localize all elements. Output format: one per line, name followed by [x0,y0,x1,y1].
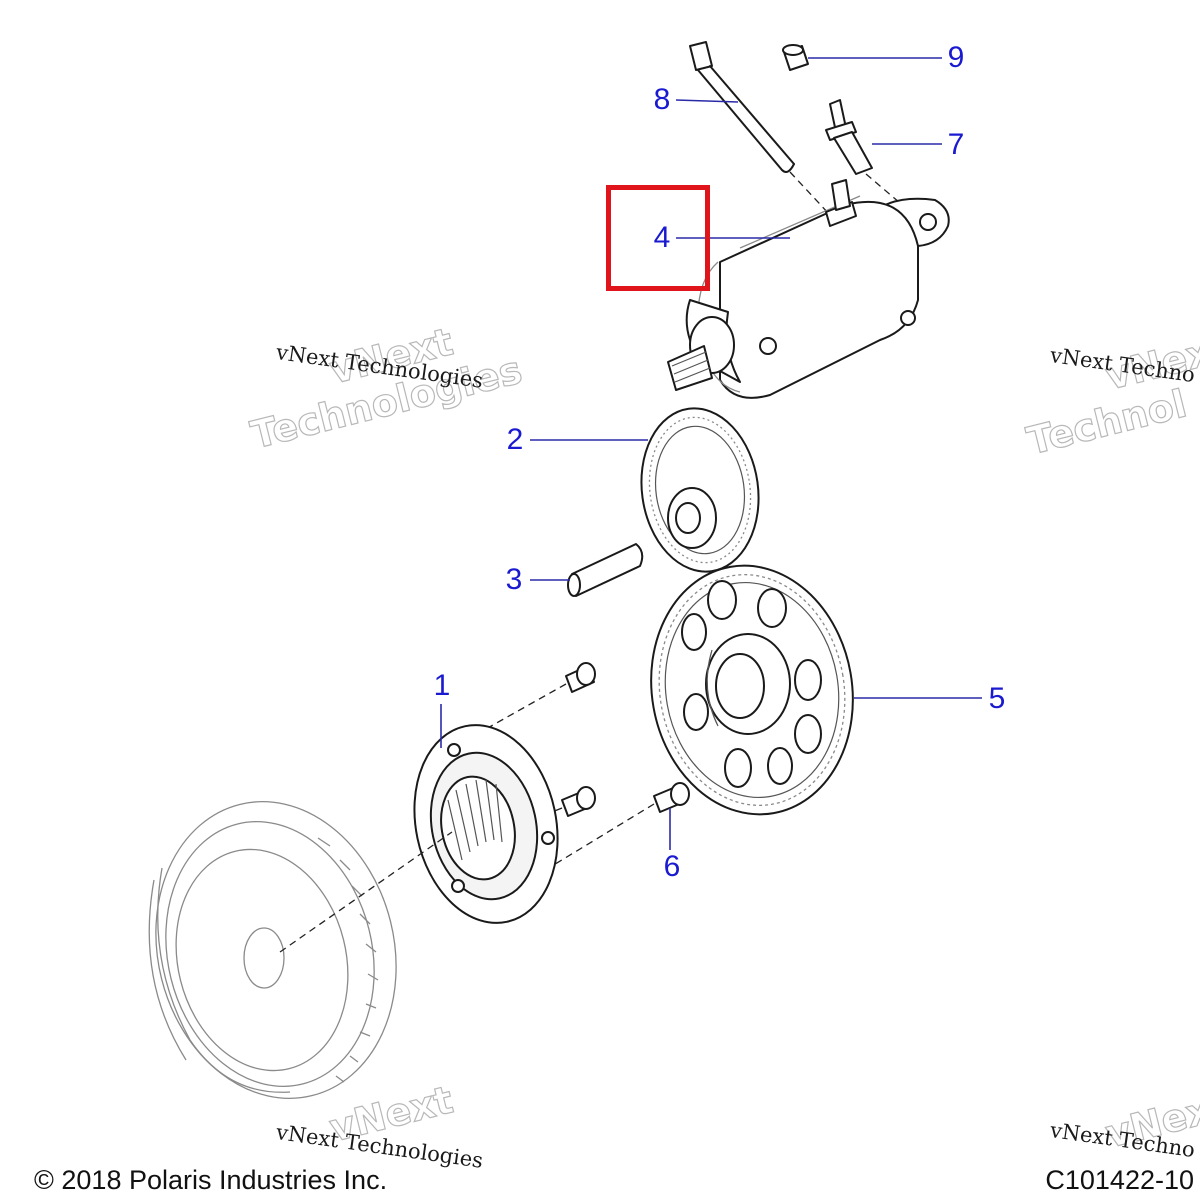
callout-9[interactable]: 9 [947,41,965,74]
flywheel-reference [148,801,453,1099]
callout-3[interactable]: 3 [505,563,523,596]
callout-5[interactable]: 5 [988,682,1006,715]
highlight-box-callout-4 [606,185,710,291]
callout-7[interactable]: 7 [947,128,965,161]
part-3-pin [567,543,644,597]
callout-8[interactable]: 8 [653,83,671,116]
callout-2[interactable]: 2 [506,423,524,456]
part-5-large-gear [650,564,854,816]
copyright-text: © 2018 Polaris Industries Inc. [34,1165,388,1195]
callout-6[interactable]: 6 [663,850,681,883]
part-7-stud [825,99,921,221]
part-9-nut [782,44,809,71]
part-2-small-gear [640,407,760,573]
drawing-number: C101422-10 [1045,1165,1194,1195]
part-4-starter-motor [667,179,950,399]
leader-8 [675,99,739,103]
part-6-bolts [451,662,690,867]
part-8-bolt [689,41,831,216]
callout-4[interactable]: 4 [653,221,671,254]
callout-1[interactable]: 1 [433,669,451,702]
part-1-starter-clutch [413,724,559,924]
